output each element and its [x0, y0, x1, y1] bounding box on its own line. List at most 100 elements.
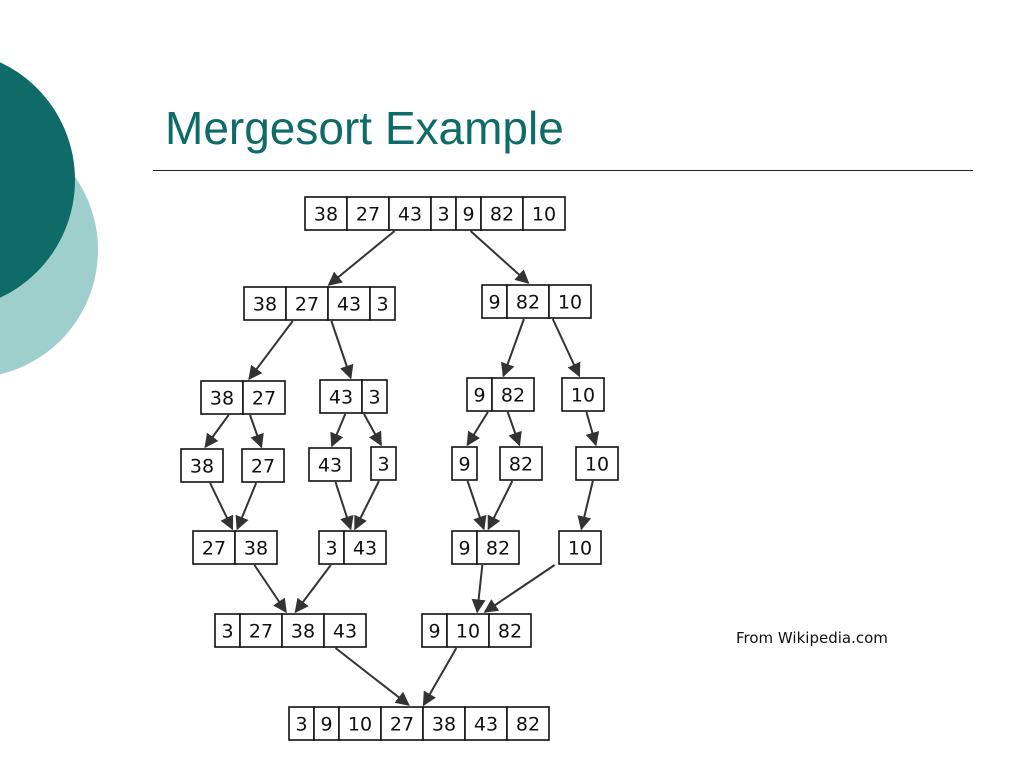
cell-box	[180, 448, 224, 483]
cell-value: 9	[462, 204, 474, 226]
cell-box	[558, 530, 602, 565]
dark-teal-circle	[0, 62, 75, 298]
cell-value: 43	[398, 204, 422, 226]
arrow-a3-to-m343	[354, 480, 380, 531]
array-cell: 27	[285, 286, 329, 321]
arrow-RR-to-a10	[585, 411, 600, 447]
arrow-a82-to-m982	[487, 480, 514, 531]
cell-value: 10	[348, 714, 372, 736]
cell-value: 27	[251, 456, 275, 478]
arrow-R-to-RR	[551, 318, 581, 378]
cell-box	[327, 286, 371, 321]
array-a27: 27	[241, 448, 285, 483]
array-cell: 27	[380, 706, 424, 741]
cell-value: 38	[253, 294, 277, 316]
array-RL: 9 82	[466, 377, 535, 412]
cell-value: 27	[252, 388, 276, 410]
array-cell: 82	[499, 446, 543, 481]
array-m10: 10	[558, 530, 602, 565]
cell-value: 43	[474, 714, 498, 736]
arrow-a43-to-m343	[334, 481, 354, 531]
arrow-a27-to-m2738	[235, 482, 258, 531]
cell-box	[369, 286, 396, 321]
arrow-a38-to-m2738	[209, 482, 234, 531]
array-cell: 38	[304, 196, 348, 231]
cell-box	[361, 379, 388, 414]
cell-value: 10	[532, 204, 556, 226]
cell-value: 43	[337, 294, 361, 316]
array-cell: 43	[323, 613, 367, 648]
cell-box	[346, 196, 390, 231]
cell-value: 3	[377, 454, 389, 476]
array-L: 38 27 43 3	[243, 286, 396, 321]
array-cell: 10	[446, 613, 490, 648]
cell-box	[488, 613, 532, 648]
cell-box	[575, 446, 619, 481]
cell-value: 38	[314, 204, 338, 226]
cell-value: 3	[295, 714, 307, 736]
cell-box	[422, 706, 466, 741]
array-cell: 38	[200, 380, 244, 415]
cell-value: 27	[390, 714, 414, 736]
array-cell: 27	[346, 196, 390, 231]
cell-box	[243, 286, 287, 321]
cell-value: 82	[501, 385, 525, 407]
cell-box	[308, 447, 352, 482]
array-cell: 9	[451, 446, 478, 481]
cell-value: 82	[509, 454, 533, 476]
arrows-layer	[204, 230, 600, 707]
array-LR: 43 3	[319, 379, 388, 414]
array-cell: 3	[361, 379, 388, 414]
array-LL: 38 27	[200, 380, 286, 415]
array-cell: 3	[369, 286, 396, 321]
cell-box	[234, 530, 278, 565]
array-cell: 82	[506, 706, 550, 741]
array-cell: 3	[214, 613, 241, 648]
cell-value: 9	[320, 714, 332, 736]
arrow-RL-to-a82	[506, 411, 522, 447]
array-cell: 10	[548, 284, 592, 319]
array-cell: 10	[338, 706, 382, 741]
cell-box	[499, 446, 543, 481]
cell-value: 3	[221, 621, 233, 643]
array-cell: 43	[464, 706, 508, 741]
cell-box	[451, 530, 478, 565]
cell-box	[200, 380, 244, 415]
cell-value: 3	[376, 294, 388, 316]
cell-box	[313, 706, 340, 741]
array-cell: 82	[491, 377, 535, 412]
cell-box	[319, 379, 363, 414]
array-cell: 9	[421, 613, 448, 648]
cell-value: 38	[291, 621, 315, 643]
arrow-LL-to-a27	[249, 414, 264, 449]
array-cell: 9	[451, 530, 478, 565]
cell-value: 9	[458, 538, 470, 560]
arrow-LR-to-a43	[330, 413, 347, 448]
cell-box	[380, 706, 424, 741]
array-cell: 10	[558, 530, 602, 565]
cell-value: 82	[498, 621, 522, 643]
array-cell: 3	[318, 530, 345, 565]
cell-box	[466, 377, 493, 412]
cell-value: 38	[190, 456, 214, 478]
cell-box	[214, 613, 241, 648]
array-cell: 82	[506, 284, 550, 319]
cell-box	[506, 706, 550, 741]
array-cell: 43	[388, 196, 432, 231]
cell-value: 3	[437, 204, 449, 226]
arrow-a10-to-m10	[577, 480, 594, 531]
cell-box	[430, 196, 457, 231]
cell-box	[480, 196, 524, 231]
array-RR: 10	[561, 377, 605, 412]
cell-box	[561, 377, 605, 412]
cell-value: 43	[329, 387, 353, 409]
cell-value: 9	[473, 385, 485, 407]
array-cell: 43	[319, 379, 363, 414]
arrow-L-to-LL	[248, 320, 294, 381]
cell-box	[338, 706, 382, 741]
array-cell: 9	[466, 377, 493, 412]
